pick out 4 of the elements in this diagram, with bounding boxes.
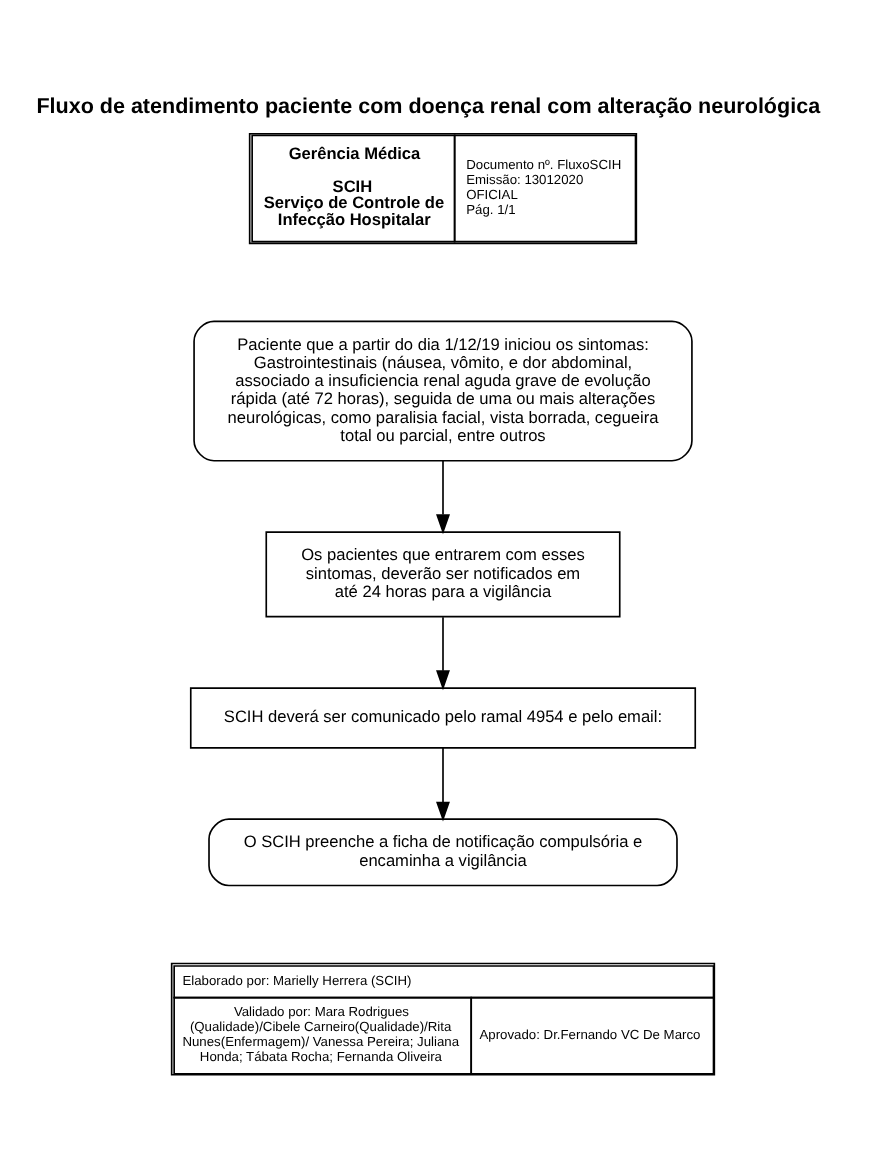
diagram-title: Fluxo de atendimento paciente com doença renal com alteração neurológica (36, 93, 821, 118)
label: SCIH (332, 174, 373, 195)
label: Gerência Médica (288, 141, 421, 162)
label: Serviço de Controle de Infecção Hospitalar (263, 191, 445, 229)
